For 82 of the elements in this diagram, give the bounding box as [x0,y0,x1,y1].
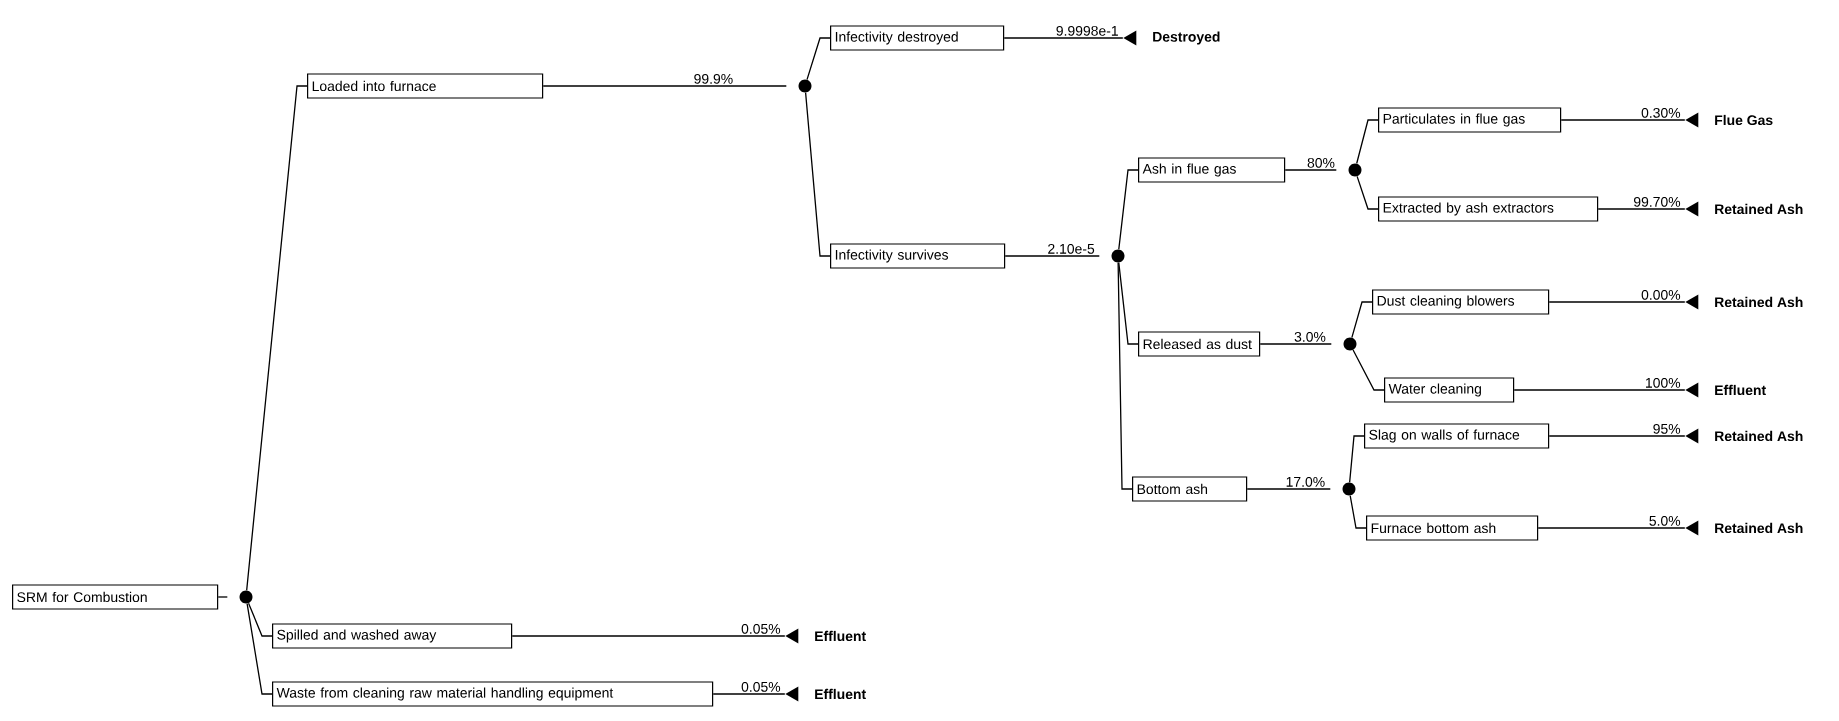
probability-label: 95% [1653,423,1681,434]
branch-line [246,602,273,695]
event-box: Ash in flue gas [1138,157,1286,183]
terminal-triangle [1123,30,1137,46]
event-box: Dust cleaning blowers [1372,289,1550,315]
branch-line [1352,349,1385,391]
event-box: Extracted by ash extractors [1378,196,1599,222]
outcome-label: Effluent [815,630,866,642]
probability-label: 5.0% [1649,515,1681,526]
terminal-triangle [1685,112,1699,128]
branch-line [542,85,787,87]
branch-line [1117,262,1133,490]
chance-node [1111,249,1125,263]
probability-label: 3.0% [1294,331,1326,342]
branch-line [1003,37,1124,39]
event-box: Loaded into furnace [307,73,544,99]
outcome-label: Retained Ash [1715,430,1803,442]
branch-line [1118,262,1139,345]
outcome-label: Effluent [1715,384,1766,396]
outcome-label: Retained Ash [1715,296,1803,308]
probability-label: 100% [1646,377,1681,388]
branch-line [1351,301,1373,339]
branch-line [712,693,786,695]
branch-line [1284,169,1337,171]
branch-line [1597,208,1686,210]
terminal-triangle [1685,428,1699,444]
branch-line [806,37,831,81]
terminal-triangle [1685,520,1699,536]
branch-line [1004,255,1100,257]
branch-line [1560,119,1686,121]
branch-line [247,602,273,637]
terminal-triangle [785,686,799,702]
probability-label: 0.30% [1641,107,1681,118]
outcome-label: Flue Gas [1715,114,1773,126]
probability-label: 0.05% [741,623,781,634]
outcome-label: Retained Ash [1715,522,1803,534]
probability-label: 99.70% [1633,196,1681,207]
event-box: Particulates in flue gas [1378,107,1562,133]
chance-node [798,79,812,93]
branch-line [1548,301,1686,303]
branch-line [804,92,831,257]
probability-label: 17.0% [1286,476,1325,487]
chance-node [1343,337,1357,351]
terminal-triangle [1685,294,1699,310]
branch-line [1548,435,1686,437]
branch-line [246,85,308,591]
branch-line [1349,494,1367,529]
probability-label: 0.05% [741,681,781,692]
branch-line [1118,169,1139,250]
probability-label: 99.9% [694,73,733,84]
terminal-triangle [785,628,799,644]
outcome-label: Destroyed [1153,31,1220,45]
event-box: SRM for Combustion [12,584,219,610]
terminal-triangle [1685,201,1699,217]
outcome-label: Effluent [815,688,866,700]
event-box: Infectivity survives [830,243,1006,269]
probability-label: 0.00% [1641,289,1681,300]
chance-node [239,590,253,604]
chance-node [1342,482,1356,496]
event-box: Slag on walls of furnace [1364,423,1550,449]
branch-line [217,596,228,598]
branch-line [1349,435,1365,483]
terminal-triangle [1685,382,1699,398]
event-box: Spilled and washed away [272,623,513,649]
branch-line [1513,389,1686,391]
branch-line [511,635,786,637]
probability-label: 9.9998e-1 [1056,25,1118,36]
event-box: Bottom ash [1132,476,1248,502]
event-box: Infectivity destroyed [830,25,1005,51]
event-box: Water cleaning [1384,377,1515,403]
branch-line [1356,175,1379,210]
branch-line [1259,343,1332,345]
event-box: Furnace bottom ash [1366,515,1539,541]
branch-line [1246,488,1331,490]
event-box: Waste from cleaning raw material handling equipment [272,681,714,707]
event-box: Released as dust [1138,331,1261,357]
probability-label: 80% [1307,157,1335,168]
outcome-label: Retained Ash [1715,203,1803,215]
branch-line [1356,119,1379,165]
probability-label: 2.10e-5 [1048,243,1095,254]
branch-line [1537,527,1686,529]
chance-node [1348,163,1362,177]
